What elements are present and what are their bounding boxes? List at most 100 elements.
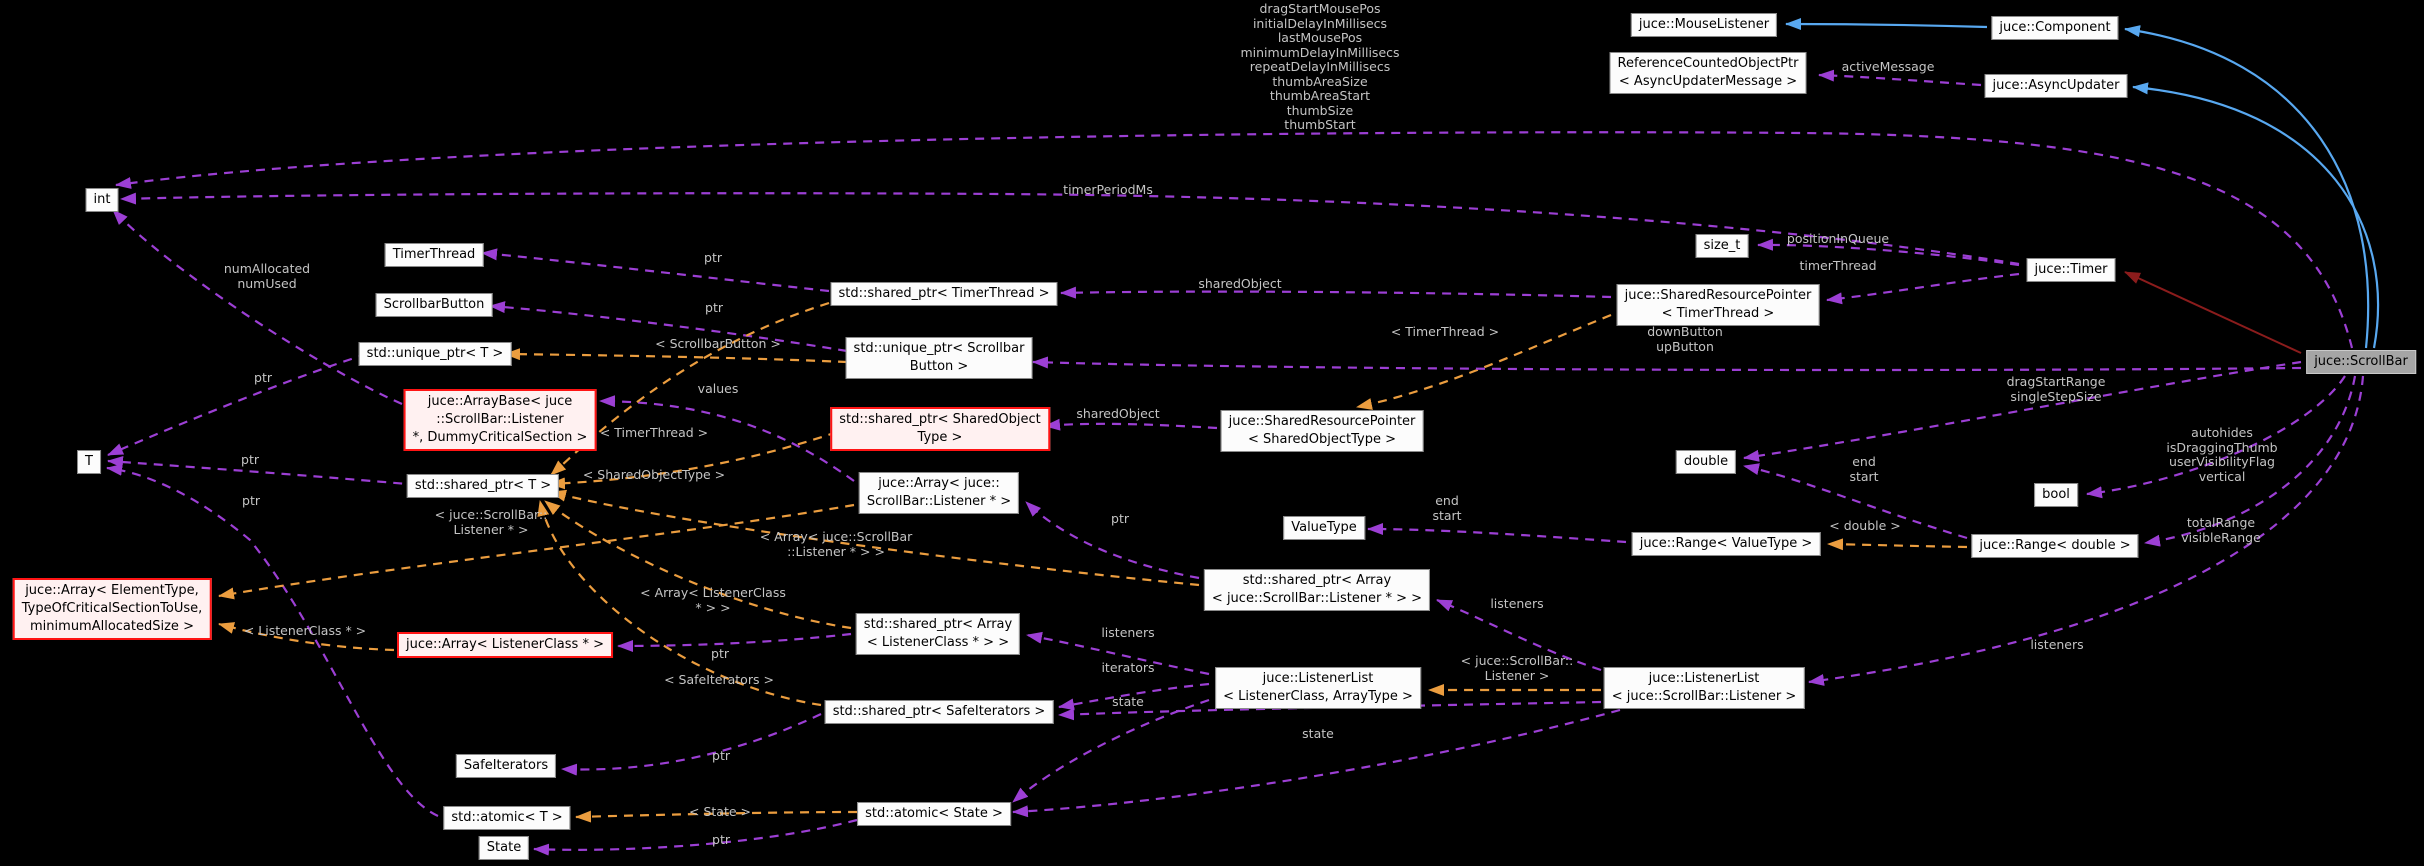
node-shared-ptr-t[interactable]: std::shared_ptr< T >: [406, 474, 560, 498]
node-shared-ptr-array-listenerclass[interactable]: std::shared_ptr< Array< ListenerClass * …: [855, 613, 1021, 655]
edge-label-line: thumbAreaStart: [1269, 88, 1371, 103]
edge-listenerlist-scrollbarlistener-to-shared-ptr-array-scrollbarlistener: [1436, 598, 1602, 672]
node-label-line: std::unique_ptr< T >: [366, 346, 504, 361]
node-label-line: double: [1683, 454, 1729, 469]
node-int[interactable]: int: [85, 188, 119, 212]
node-shared-ptr-timerthread[interactable]: std::shared_ptr< TimerThread >: [830, 282, 1058, 306]
node-listenerlist-generic[interactable]: juce::ListenerList< ListenerClass, Array…: [1215, 667, 1421, 709]
edge-label-line: activeMessage: [1841, 59, 1935, 74]
edge-juce-scrollbar-to-double: [1743, 360, 2302, 462]
edge-array-scrollbarlistener-to-arraybase: [599, 395, 855, 482]
node-label-line: minimumAllocatedSize >: [30, 619, 194, 634]
edge-label-tmpl-scrollbarbutton: < ScrollbarButton >: [655, 336, 781, 352]
node-range-double[interactable]: juce::Range< double >: [1971, 534, 2139, 558]
edge-label-line: ptr: [711, 646, 729, 661]
node-valuetype[interactable]: ValueType: [1283, 516, 1365, 540]
edge-label-line: state: [1302, 726, 1334, 741]
edge-label-line: end: [1435, 493, 1459, 508]
node-atomic-state[interactable]: std::atomic< State >: [857, 802, 1011, 826]
node-shared-ptr-array-scrollbarlistener[interactable]: std::shared_ptr< Array< juce::ScrollBar:…: [1203, 569, 1431, 611]
edge-label-line: < double >: [1829, 518, 1901, 533]
node-array-scrollbarlistener[interactable]: juce::Array< juce::ScrollBar::Listener *…: [858, 472, 1020, 514]
node-label-line: < AsyncUpdaterMessage >: [1618, 74, 1798, 89]
edge-label-line: < State >: [689, 804, 751, 819]
node-label-line: juce::ListenerList: [1262, 671, 1374, 686]
node-label-line: juce::Array< juce::: [878, 476, 1000, 491]
edge-label-line: sharedObject: [1076, 406, 1160, 421]
node-label-line: < juce::ScrollBar::Listener >: [1611, 689, 1797, 704]
node-label-line: std::atomic< State >: [865, 806, 1003, 821]
node-scrollbarbutton[interactable]: ScrollbarButton: [375, 293, 493, 317]
edge-label-activeMessage: activeMessage: [1841, 59, 1935, 75]
node-bool[interactable]: bool: [2034, 483, 2078, 507]
edge-listenerlist-scrollbarlistener-to-shared-ptr-safeiterators: [1058, 700, 1602, 721]
edge-listenerlist-generic-to-shared-ptr-array-listenerclass: [1026, 631, 1210, 676]
edge-shared-ptr-array-listenerclass-to-shared-ptr-t: [544, 500, 852, 630]
node-timerthread[interactable]: TimerThread: [384, 243, 484, 267]
edge-juce-scrollbar-to-int: [115, 131, 2354, 349]
node-sharedresourcepointer-sharedobjecttype[interactable]: juce::SharedResourcePointer< SharedObjec…: [1220, 410, 1424, 452]
edge-label-line: ::Listener * > >: [787, 543, 885, 559]
node-label-line: juce::Range< ValueType >: [1639, 536, 1813, 551]
edge-label-line: ptr: [1111, 511, 1129, 526]
edge-range-double-to-double: [1743, 463, 1968, 540]
node-juce-component[interactable]: juce::Component: [1991, 16, 2119, 40]
edge-label-line: < juce::ScrollBar::: [434, 507, 548, 522]
node-refcountedobjectptr[interactable]: ReferenceCountedObjectPtr< AsyncUpdaterM…: [1609, 52, 1807, 94]
edge-label-line: start: [1849, 468, 1879, 484]
node-size-t[interactable]: size_t: [1695, 234, 1749, 258]
edge-label-line: thumbStart: [1284, 117, 1356, 132]
node-label-line: juce::ScrollBar: [2314, 354, 2408, 369]
node-array-generic[interactable]: juce::Array< ElementType,TypeOfCriticalS…: [12, 578, 212, 640]
edge-label-line: Listener * >: [453, 521, 529, 537]
edge-label-ptr-uniqueptr-t: ptr: [254, 370, 272, 386]
edge-juce-asyncupdater-to-refcountedobjectptr: [1818, 69, 1982, 87]
node-sharedresourcepointer-timerthread[interactable]: juce::SharedResourcePointer< TimerThread…: [1616, 284, 1820, 326]
node-double[interactable]: double: [1675, 450, 1737, 474]
node-listenerlist-scrollbarlistener[interactable]: juce::ListenerList< juce::ScrollBar::Lis…: [1603, 667, 1805, 709]
edge-label-line: listeners: [2030, 637, 2084, 652]
edge-label-line: listeners: [1101, 625, 1155, 640]
edge-unique-ptr-scrollbarbutton-to-scrollbarbutton: [489, 301, 848, 353]
node-juce-mouselistener[interactable]: juce::MouseListener: [1630, 13, 1778, 37]
node-unique-ptr-t[interactable]: std::unique_ptr< T >: [358, 342, 512, 366]
node-label-line: std::shared_ptr< Array: [1242, 573, 1392, 588]
node-t[interactable]: T: [77, 450, 101, 474]
node-atomic-t[interactable]: std::atomic< T >: [443, 806, 571, 830]
node-array-listenerclass[interactable]: juce::Array< ListenerClass * >: [397, 632, 613, 658]
edge-label-line: userVisibilityFlag: [2169, 454, 2275, 469]
node-juce-timer[interactable]: juce::Timer: [2026, 258, 2116, 282]
edge-label-tmpl-scrollbarlistener-ll: < juce::ScrollBar::Listener >: [1461, 653, 1574, 683]
node-range-valuetype[interactable]: juce::Range< ValueType >: [1631, 532, 1821, 556]
edge-label-line: timerThread: [1799, 258, 1877, 273]
node-state[interactable]: State: [478, 836, 530, 860]
node-arraybase[interactable]: juce::ArrayBase< juce::ScrollBar::Listen…: [403, 389, 597, 451]
node-label-line: juce::ListenerList: [1648, 671, 1760, 686]
edge-sharedresourcepointer-timerthread-to-sharedresourcepointer-sharedobjecttype: [1356, 313, 1612, 410]
edge-juce-scrollbar-to-juce-component: [2124, 25, 2370, 349]
edge-atomic-state-to-state: [533, 818, 858, 856]
edge-label-tmpl-double: < double >: [1829, 518, 1901, 534]
node-safeiterators[interactable]: SafeIterators: [455, 754, 557, 778]
edge-label-timerThread: timerThread: [1799, 258, 1877, 274]
node-label-line: std::unique_ptr< Scrollbar: [853, 341, 1025, 356]
node-juce-asyncupdater[interactable]: juce::AsyncUpdater: [1984, 74, 2128, 98]
edge-label-line: < ScrollbarButton >: [655, 336, 781, 351]
edge-label-line: < Array< juce::ScrollBar: [759, 529, 913, 544]
node-label-line: std::shared_ptr< Array: [863, 617, 1013, 632]
node-juce-scrollbar[interactable]: juce::ScrollBar: [2306, 350, 2416, 374]
edge-label-line: initialDelayInMillisecs: [1252, 15, 1388, 31]
node-label-line: juce::Array< ElementType,: [25, 583, 199, 598]
node-label-line: < juce::ScrollBar::Listener * > >: [1211, 591, 1423, 606]
edge-sharedresourcepointer-timerthread-to-shared-ptr-timerthread: [1060, 286, 1612, 299]
edge-shared-ptr-array-scrollbarlistener-to-array-scrollbarlistener: [1025, 501, 1200, 580]
node-shared-ptr-safeiterators[interactable]: std::shared_ptr< SafeIterators >: [824, 700, 1054, 724]
edge-label-line: totalRange: [2186, 515, 2256, 530]
node-label-line: < ListenerClass * > >: [866, 635, 1010, 650]
